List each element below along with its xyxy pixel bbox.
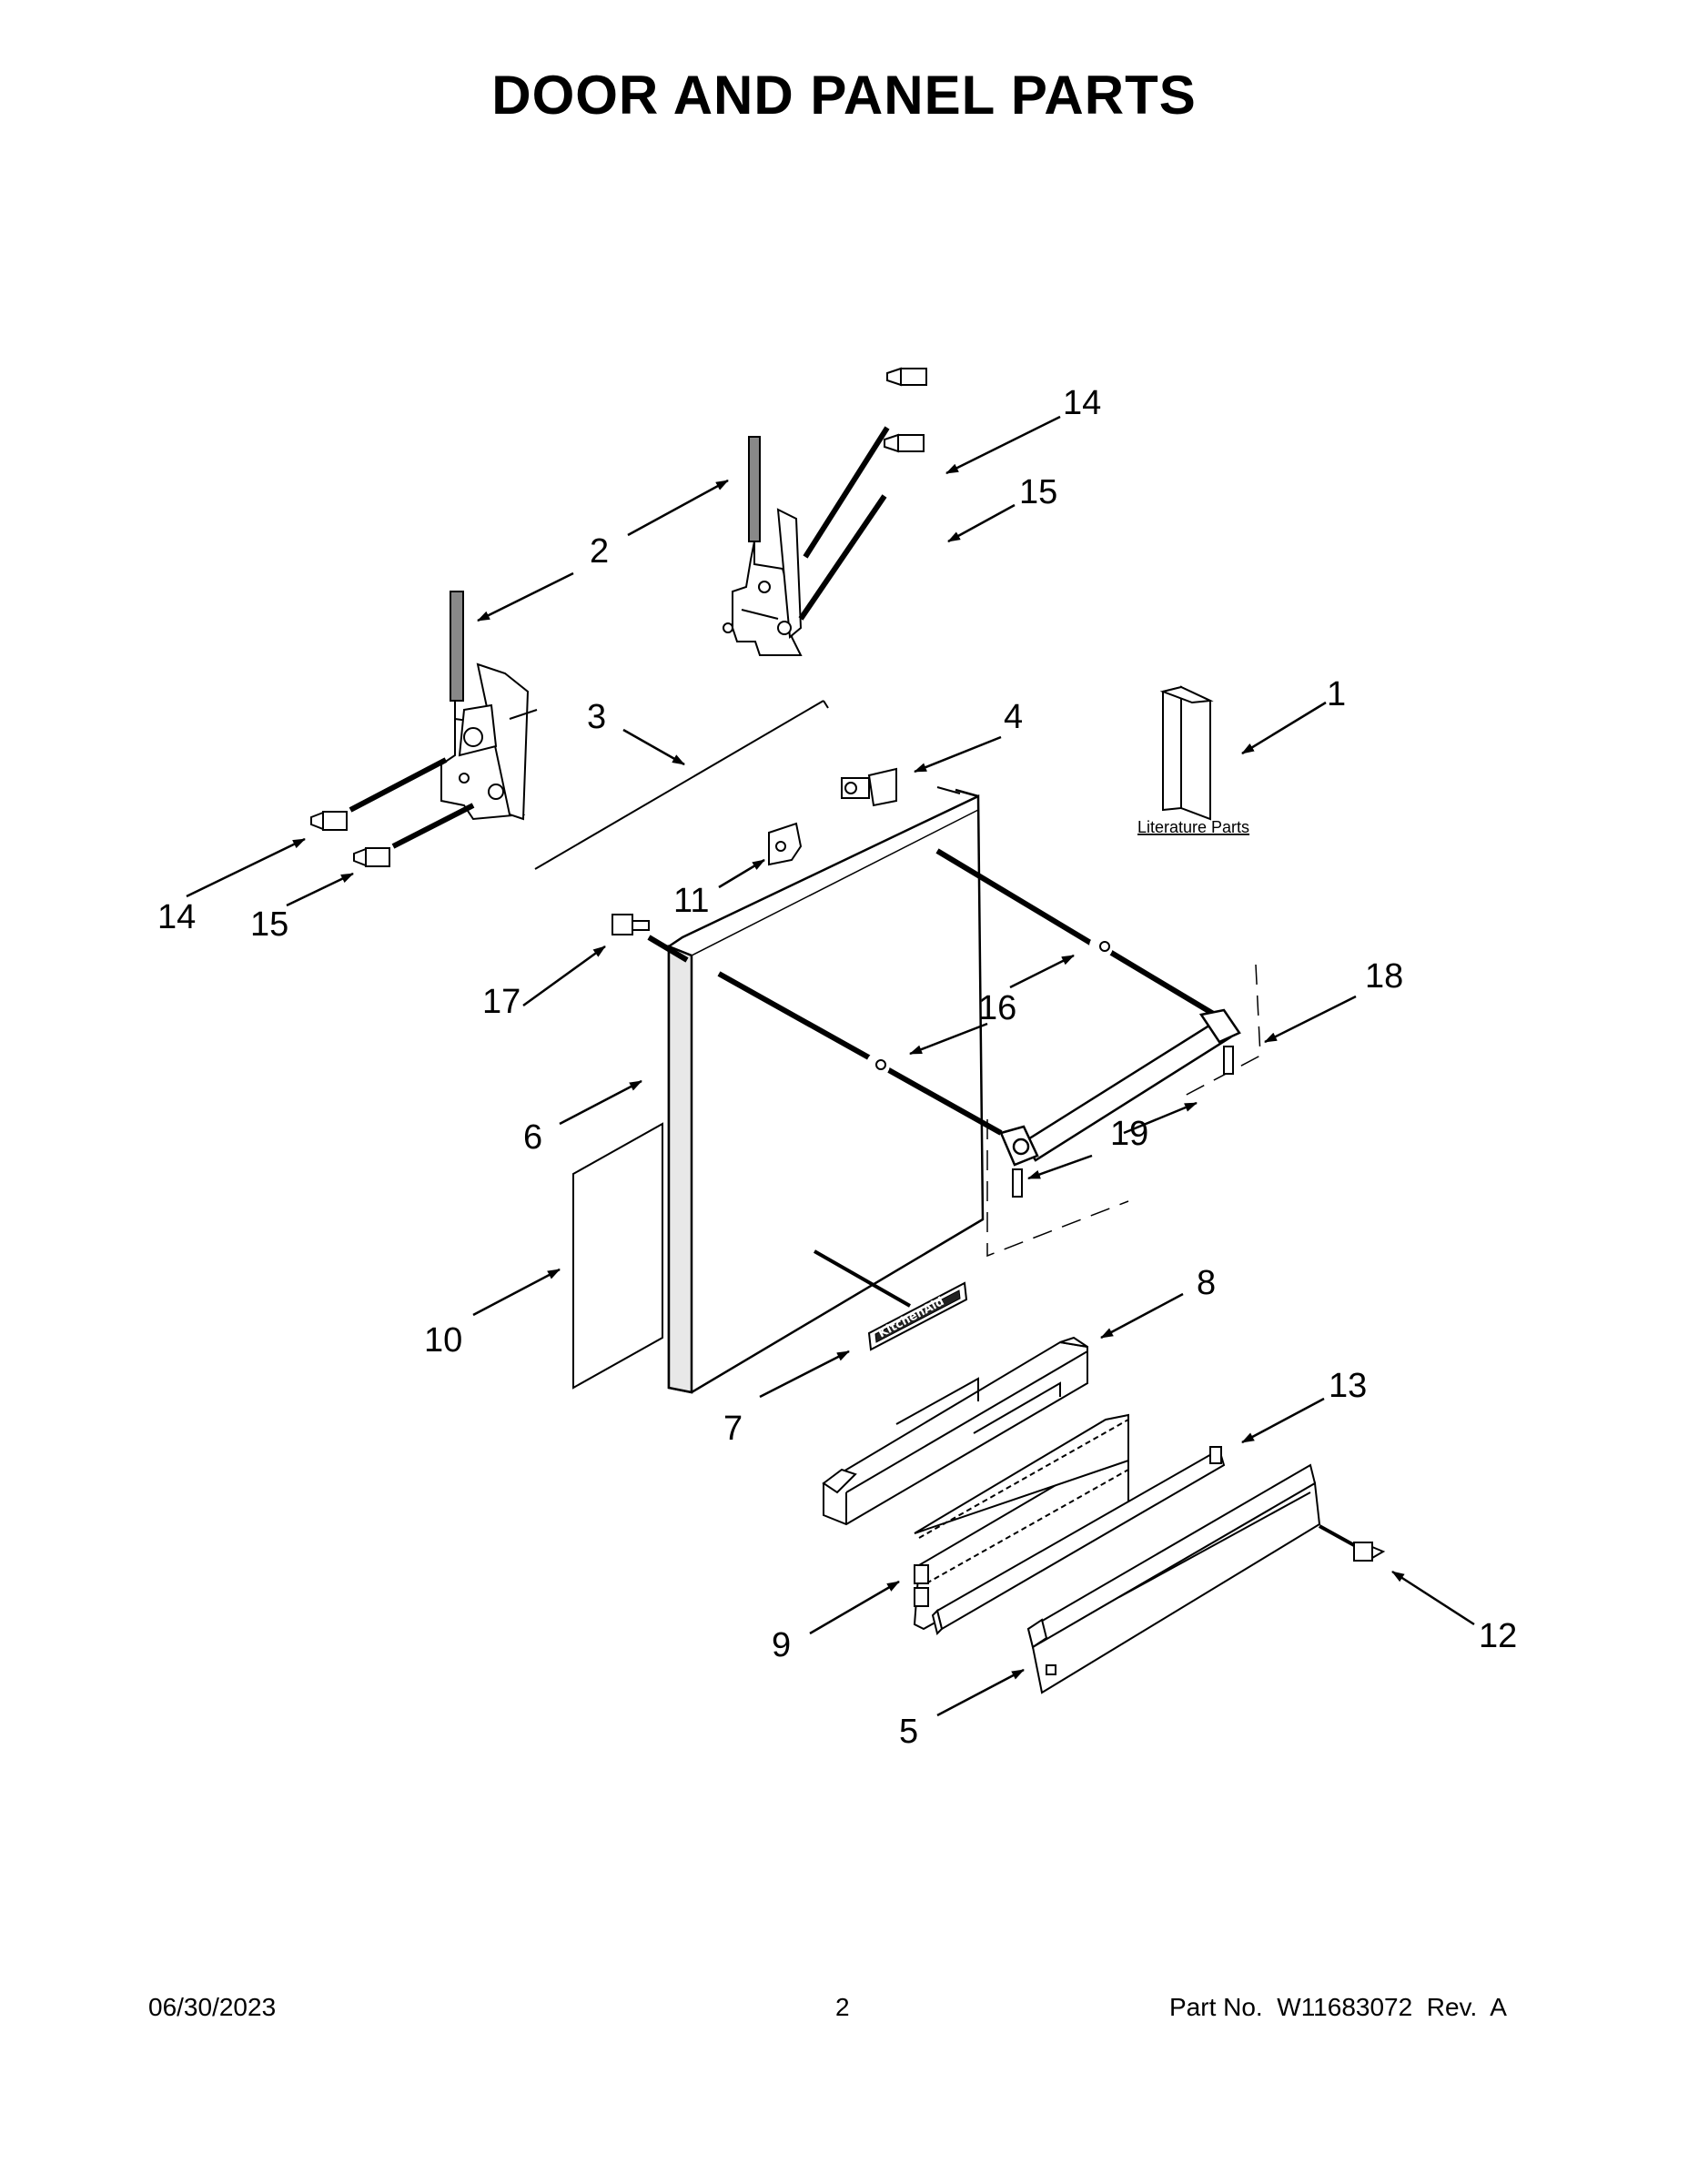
callout-3: 3 — [587, 698, 606, 736]
panel-9 — [913, 1413, 1129, 1631]
brand-badge-text: KitchenAid — [876, 1295, 946, 1341]
screw-14-15-left — [310, 811, 390, 867]
callout-11: 11 — [673, 882, 709, 920]
callout-19: 19 — [1110, 1115, 1148, 1153]
callout-9: 9 — [772, 1626, 791, 1664]
hinge-right — [723, 436, 803, 656]
callout-15-lower: 15 — [250, 905, 288, 944]
screw-15-right — [884, 367, 927, 453]
callout-4: 4 — [1004, 698, 1023, 736]
latch-4 — [841, 767, 961, 807]
callout-18: 18 — [1365, 957, 1403, 996]
literature-parts — [1159, 685, 1214, 821]
callout-labels: 1 2 3 4 5 6 7 8 9 10 11 12 13 14 14 15 1… — [157, 384, 1517, 1751]
callout-12: 12 — [1479, 1617, 1517, 1655]
panel-8 — [822, 1336, 1088, 1526]
door-panel-10 — [572, 1122, 663, 1390]
brand-badge — [867, 1281, 968, 1351]
callout-6: 6 — [523, 1118, 542, 1157]
callout-8: 8 — [1197, 1264, 1216, 1302]
page-title: DOOR AND PANEL PARTS — [491, 65, 1197, 126]
callout-10: 10 — [424, 1321, 462, 1360]
callout-7: 7 — [723, 1410, 743, 1448]
screw-12 — [1353, 1542, 1386, 1562]
callout-5: 5 — [899, 1713, 918, 1751]
strip-13 — [931, 1446, 1226, 1635]
callout-14-lower: 14 — [157, 898, 196, 936]
callout-arrows — [186, 415, 1475, 1717]
set-screw-19 — [1012, 1046, 1234, 1198]
callout-15-upper: 15 — [1019, 473, 1057, 511]
callout-16: 16 — [978, 989, 1016, 1027]
footer-date: 06/30/2023 — [148, 1993, 277, 2021]
callout-14-upper: 14 — [1063, 384, 1101, 422]
latch-11 — [768, 822, 803, 866]
hinge-left — [440, 591, 538, 821]
callout-1: 1 — [1327, 675, 1346, 713]
bracket-5 — [1026, 1463, 1321, 1694]
callout-13: 13 — [1329, 1367, 1367, 1405]
handle-18 — [999, 1008, 1241, 1167]
standoff-16 — [866, 934, 1113, 1077]
footer-page-number: 2 — [835, 1993, 850, 2021]
callout-2: 2 — [590, 532, 609, 571]
callout-17: 17 — [482, 983, 521, 1021]
literature-parts-label: Literature Parts — [1137, 818, 1249, 836]
footer-part-number: Part No. W11683072 Rev. A — [1169, 1993, 1507, 2021]
door-rod — [534, 700, 829, 870]
outer-door-panel — [667, 788, 985, 1394]
screw-17 — [612, 914, 650, 935]
